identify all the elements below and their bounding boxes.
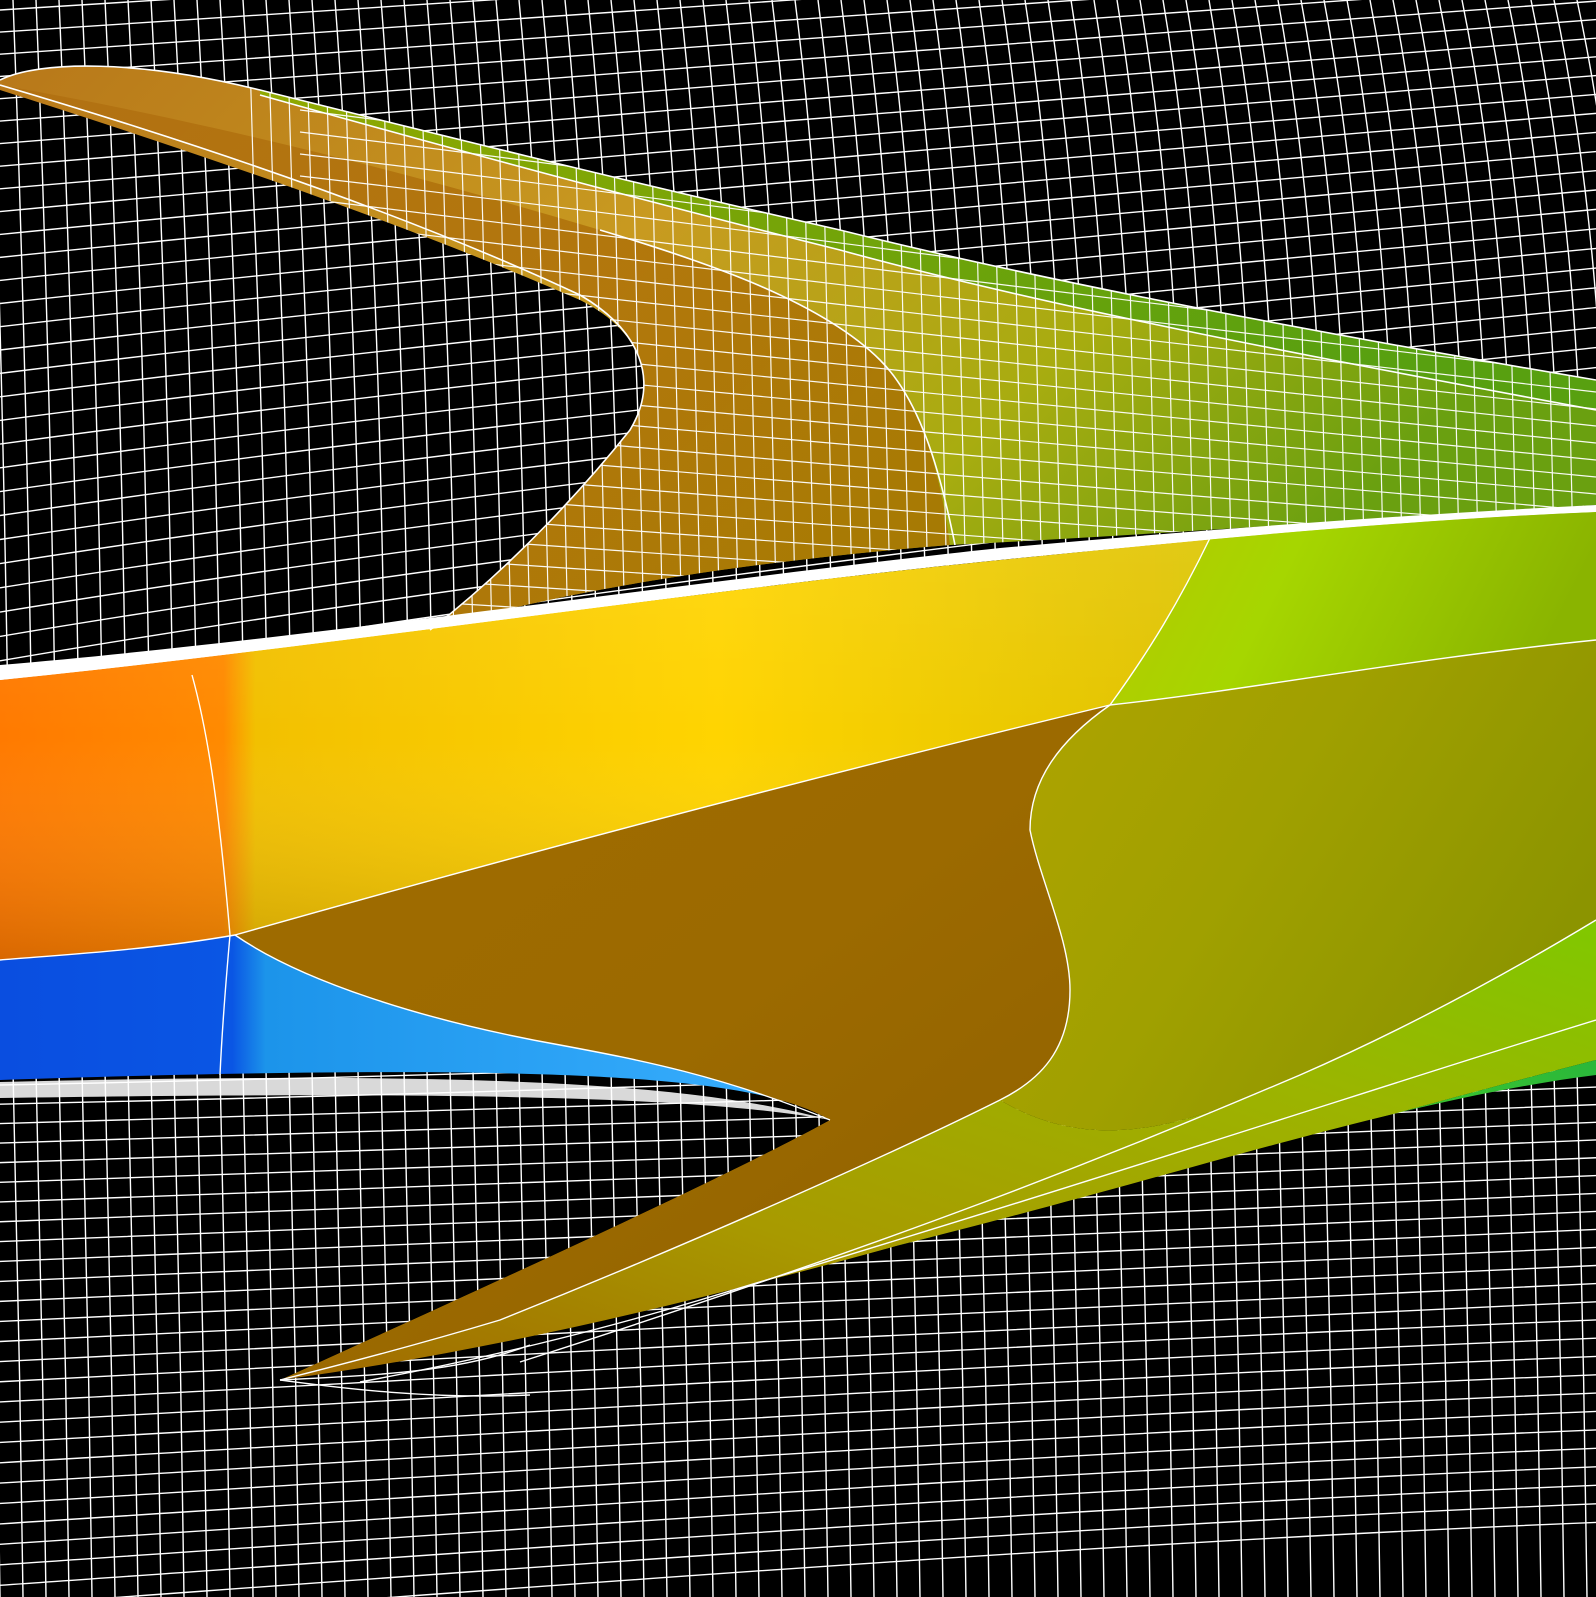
mesh-line	[0, 74, 1596, 213]
mesh-line	[403, 0, 433, 701]
mesh-line	[357, 1069, 369, 1597]
mesh-dense-band-lower	[0, 1077, 830, 1120]
vane-mesh-line	[299, 593, 1596, 631]
mesh-line	[0, 1466, 1596, 1566]
mesh-line	[196, 1069, 208, 1597]
mesh-line	[1392, 1069, 1404, 1597]
mesh-line	[1323, 1069, 1335, 1597]
mesh-line	[58, 1069, 70, 1597]
mesh-line	[12, 1069, 24, 1597]
mesh-line	[0, 1374, 1596, 1464]
mesh-line	[265, 1069, 277, 1597]
mesh-line	[0, 0, 503, 33]
mesh-line	[219, 1069, 231, 1597]
mesh-line	[1346, 1069, 1358, 1597]
mesh-line	[1415, 1069, 1427, 1597]
mesh-line	[0, 297, 9, 701]
mesh-line	[288, 0, 315, 701]
mesh-line	[0, 1319, 1596, 1403]
mesh-line	[0, 0, 802, 55]
mesh-line	[1277, 1069, 1289, 1597]
mesh-line	[587, 0, 622, 701]
mesh-line	[426, 0, 457, 701]
mesh-line	[0, 1355, 1596, 1444]
mesh-line	[0, 1337, 1596, 1423]
mesh-line	[610, 1069, 622, 1597]
mesh-line	[311, 1069, 323, 1597]
upper-vane-patch-edges	[0, 65, 1596, 631]
mesh-line	[357, 0, 386, 701]
mesh-line	[1576, 0, 1596, 106]
mesh-line	[633, 1069, 645, 1597]
mesh-line	[1369, 1069, 1381, 1597]
mesh-line	[150, 1069, 162, 1597]
mesh-line	[0, 1410, 1596, 1505]
mesh-line	[679, 1069, 691, 1597]
mesh-line	[0, 112, 1596, 259]
mesh-line	[173, 1069, 185, 1597]
mesh-line	[1438, 1069, 1450, 1597]
mesh-line	[748, 1069, 760, 1597]
mesh-line	[380, 0, 410, 701]
mesh-line	[385, 1521, 1596, 1597]
mesh-line	[242, 1069, 254, 1597]
mesh-line	[1576, 1069, 1588, 1597]
mesh-line	[35, 1069, 47, 1597]
mesh-line	[702, 1069, 714, 1597]
mesh-line	[0, 0, 1357, 100]
mesh-line	[771, 1069, 783, 1597]
mesh-line	[0, 131, 1596, 282]
mesh-line	[1461, 1069, 1473, 1597]
mesh-line	[725, 1069, 737, 1597]
mesh-line	[104, 1069, 116, 1597]
mesh-line	[0, 93, 1596, 236]
mesh-line	[0, 1447, 1596, 1546]
mesh-line	[656, 1069, 668, 1597]
mesh-line	[334, 1069, 346, 1597]
mesh-line	[564, 0, 598, 701]
mesh-line	[1300, 1069, 1312, 1597]
mesh-line	[0, 1429, 1596, 1525]
mesh-line	[81, 1069, 93, 1597]
mesh-line	[0, 0, 1085, 78]
mesh-line	[0, 1392, 1596, 1484]
mesh-line	[1553, 0, 1596, 310]
mesh-line	[112, 1503, 1596, 1597]
surface-patch-edges	[0, 537, 1596, 1397]
mesh-line	[334, 0, 363, 701]
mesh-line	[0, 1484, 1596, 1587]
